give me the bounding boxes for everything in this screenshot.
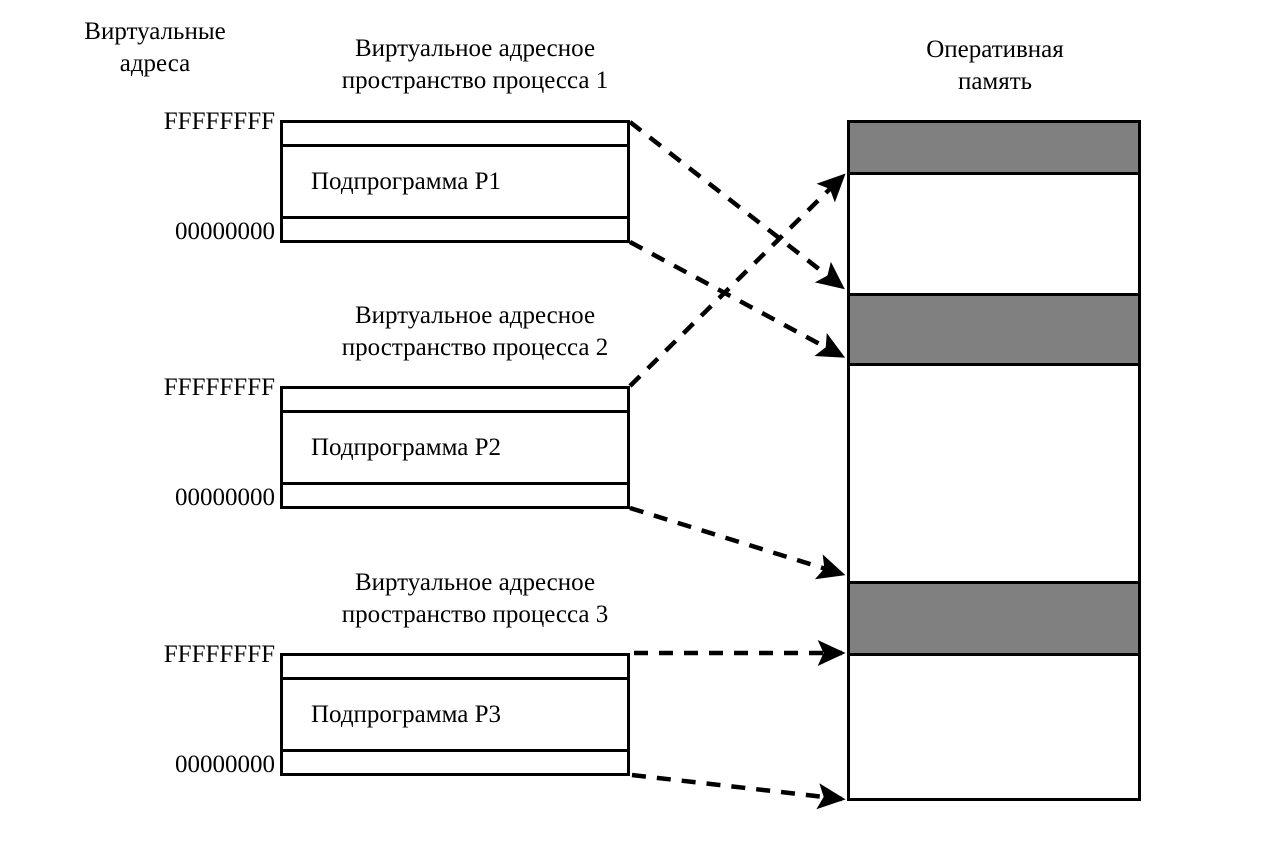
process-1-addr-low: 00000000 — [175, 218, 275, 245]
main-memory-header: Оперативная память — [926, 36, 1064, 95]
process-2-header: Виртуальное адресное пространство процес… — [341, 302, 609, 361]
process-2-addr-high: FFFFFFFF — [163, 374, 275, 401]
arrow-p1-top-to-band3 — [628, 120, 845, 290]
virtual-addresses-header: Виртуальные адреса — [84, 18, 226, 77]
memory-band-5-occupied — [850, 581, 1138, 656]
arrow-p2-bottom-to-band5 — [629, 505, 846, 580]
process-2-subprogram: Подпрограмма P2 — [311, 433, 502, 461]
memory-band-4-free — [850, 366, 1138, 581]
process-3-subprogram: Подпрограмма P3 — [311, 700, 502, 728]
process-1-top-segment — [283, 123, 627, 147]
arrow-p3-bottom-to-memory-end — [631, 772, 846, 810]
process-3-bottom-segment — [283, 749, 627, 773]
memory-band-6-free — [850, 656, 1138, 798]
process-3-header: Виртуальное адресное пространство процес… — [341, 569, 609, 628]
process-1-address-space: Подпрограмма P1 — [280, 120, 630, 243]
process-3-addr-high: FFFFFFFF — [163, 641, 275, 668]
arrow-p1-bottom-to-band3-end — [628, 240, 846, 358]
memory-band-2-free — [850, 175, 1138, 293]
process-3-top-segment — [283, 656, 627, 680]
memory-band-1-occupied — [850, 123, 1138, 175]
memory-band-3-occupied — [850, 293, 1138, 366]
process-1-header: Виртуальное адресное пространство процес… — [341, 35, 609, 94]
process-2-addr-low: 00000000 — [175, 484, 275, 511]
process-2-address-space: Подпрограмма P2 — [280, 386, 630, 509]
process-2-top-segment — [283, 389, 627, 413]
main-memory-column — [847, 120, 1141, 801]
process-1-addr-high: FFFFFFFF — [163, 108, 275, 135]
process-2-bottom-segment — [283, 482, 627, 506]
process-1-bottom-segment — [283, 216, 627, 240]
process-3-addr-low: 00000000 — [175, 751, 275, 778]
process-1-subprogram: Подпрограмма P1 — [311, 167, 502, 195]
process-3-address-space: Подпрограмма P3 — [280, 653, 630, 776]
arrow-p2-top-to-band1 — [628, 173, 846, 388]
